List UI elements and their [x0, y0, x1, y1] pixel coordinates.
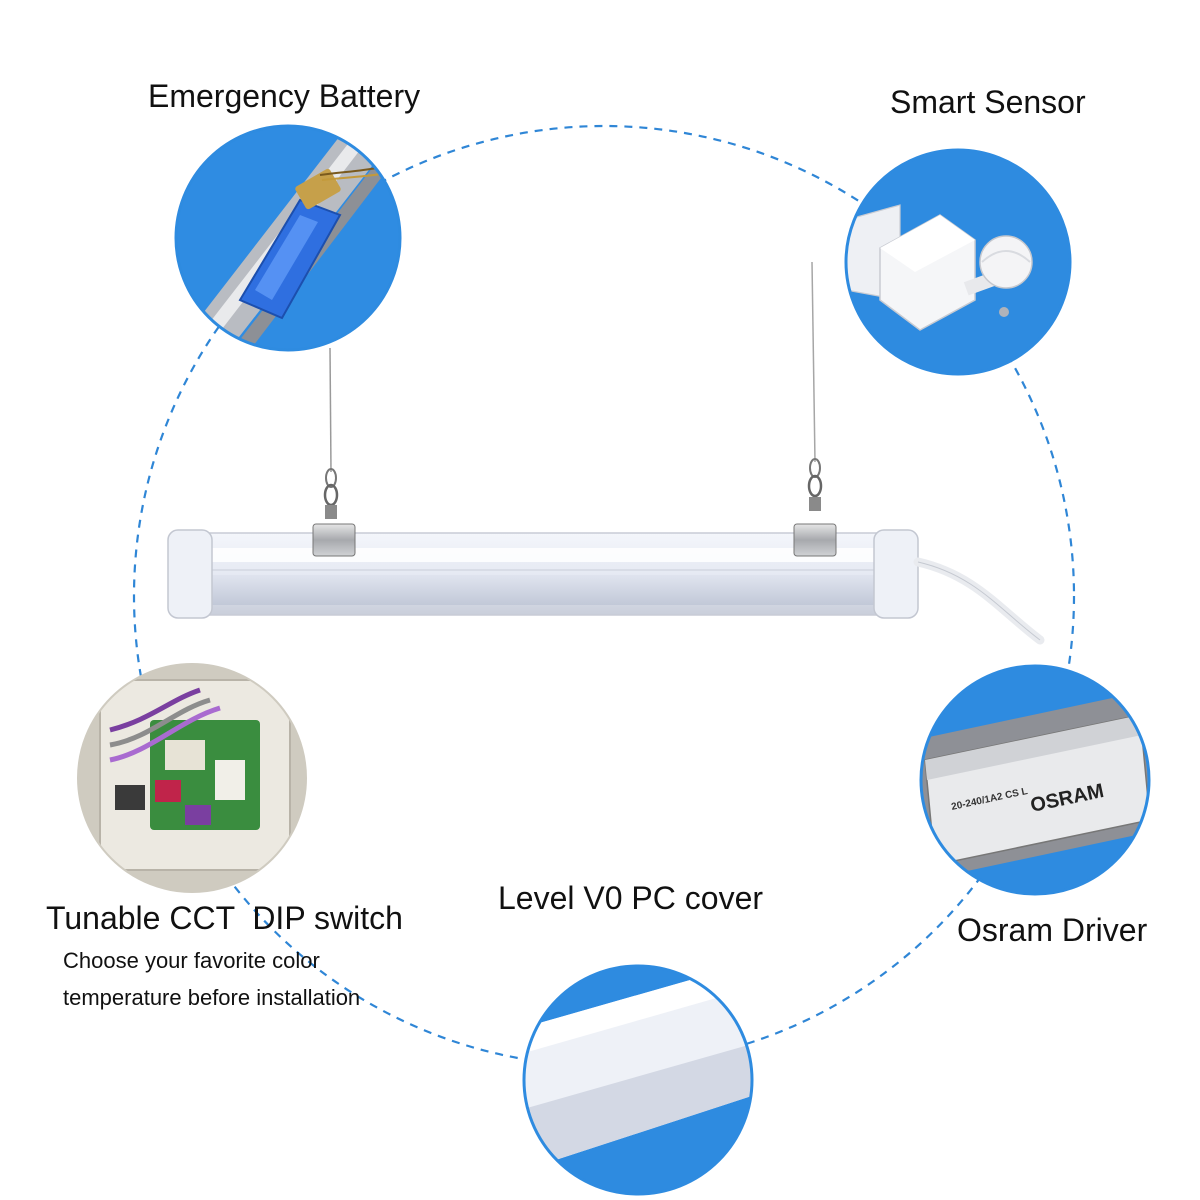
led-luminaire	[167, 261, 1045, 645]
tunable-cct-desc-line2: temperature before installation	[63, 985, 361, 1010]
mounting-clip-right	[793, 523, 837, 557]
suspension-wire-right	[811, 261, 816, 463]
smart-sensor-photo	[844, 148, 1072, 376]
suspension-wire-left	[329, 347, 332, 473]
hanger-hook-left	[323, 468, 339, 519]
tunable-cct-label: Tunable CCT DIP switch	[46, 900, 403, 936]
osram-driver-photo: OSRAM 20-240/1A2 CS L	[919, 664, 1151, 896]
emergency-battery-label: Emergency Battery	[148, 78, 421, 114]
power-cable	[913, 557, 1045, 645]
end-cap-left	[167, 529, 213, 619]
emergency-battery-photo	[174, 124, 402, 352]
dip-switch-photo	[77, 663, 307, 893]
osram-driver-label: Osram Driver	[957, 912, 1148, 948]
end-cap-right	[873, 529, 919, 619]
smart-sensor-label: Smart Sensor	[890, 84, 1086, 120]
pc-cover-photo	[522, 964, 754, 1196]
hanger-hook-right	[807, 458, 823, 511]
tunable-cct-desc-line1: Choose your favorite color	[63, 948, 320, 973]
mounting-clip-left	[312, 523, 356, 557]
pc-cover-label: Level V0 PC cover	[498, 880, 764, 916]
